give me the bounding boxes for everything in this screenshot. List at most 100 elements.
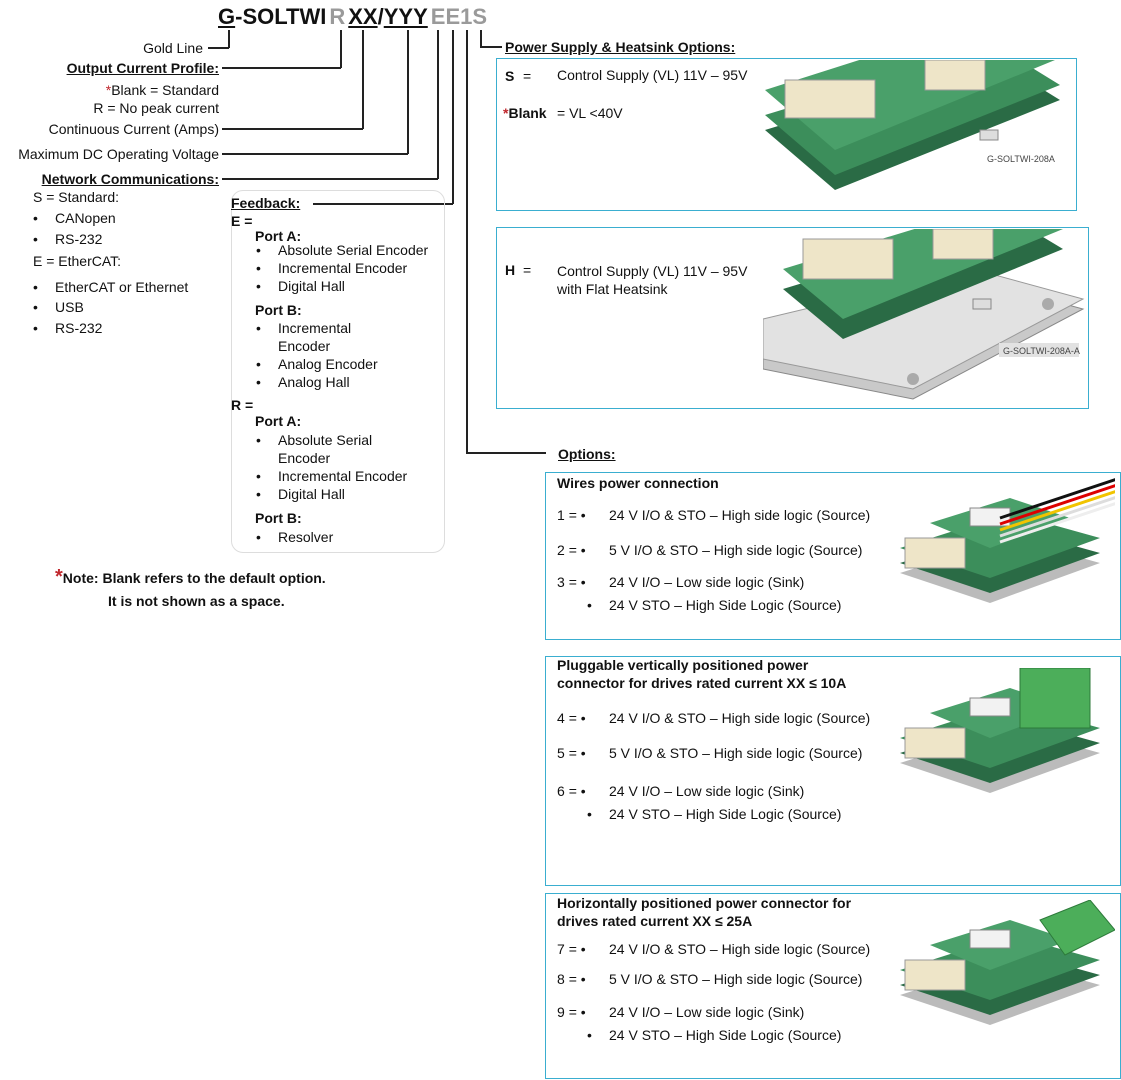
option-desc: 5 V I/O & STO – High side logic (Source): [609, 971, 863, 987]
option-code: 3: [557, 574, 565, 590]
list-item: CANopen: [33, 210, 116, 226]
list-item: RS-232: [33, 231, 103, 247]
bullet: •: [587, 597, 592, 613]
bullet: •: [580, 574, 586, 590]
blank-standard: *Blank = Standard: [105, 82, 219, 98]
code-e2: E: [445, 4, 461, 29]
power-s-value: Control Supply (VL) 11V – 95V: [557, 67, 748, 83]
equals: =: [523, 68, 532, 84]
option-code: 4: [557, 710, 565, 726]
list-item: Incremental: [256, 320, 351, 336]
feedback-r-label: R =: [231, 397, 254, 413]
option-desc: 24 V STO – High Side Logic (Source): [609, 1027, 842, 1043]
list-item: Analog Encoder: [256, 356, 378, 372]
r-port-a: Port A:: [255, 413, 302, 429]
option-row-4: 4 = • 24 V I/O & STO – High side logic (S…: [557, 710, 870, 726]
list-item: Incremental Encoder: [256, 468, 407, 484]
option-desc: 24 V I/O – Low side logic (Sink): [609, 574, 805, 590]
s-standard: S = Standard:: [33, 189, 120, 205]
option-panel-title: Wires power connection: [557, 475, 719, 491]
power-blank-value: = VL <40V: [557, 105, 623, 121]
max-voltage-label: Maximum DC Operating Voltage: [18, 146, 219, 162]
image-caption: G-SOLTWI-208A: [987, 154, 1055, 164]
list-item: Analog Hall: [256, 374, 349, 390]
feedback-e-label: E =: [231, 213, 253, 229]
code-yyy: YYY: [383, 4, 428, 29]
equals: =: [568, 941, 577, 957]
equals: =: [568, 1004, 577, 1020]
code-xx: XX: [348, 4, 378, 29]
option-code: 5: [557, 745, 565, 761]
equals: =: [568, 971, 577, 987]
drive-image-s: G-SOLTWI-208A: [765, 60, 1060, 190]
code-e1: E: [430, 4, 446, 29]
option-desc: 24 V I/O & STO – High side logic (Source…: [609, 710, 871, 726]
r-port-b: Port B:: [255, 510, 302, 526]
option-row-6: 6 = •24 V I/O – Low side logic (Sink): [557, 783, 804, 799]
list-item: Digital Hall: [256, 278, 345, 294]
list-item-cont: Encoder: [278, 338, 331, 354]
equals: =: [568, 542, 577, 558]
gold-line-label: Gold Line: [143, 40, 203, 56]
image-caption: G-SOLTWI-208A-A: [1003, 346, 1080, 356]
list-item: Incremental Encoder: [256, 260, 407, 276]
e-port-a: Port A:: [255, 228, 302, 244]
option-code: 8: [557, 971, 565, 987]
network-heading: Network Communications:: [41, 171, 219, 187]
option-code: 7: [557, 941, 565, 957]
power-blank-key: *Blank: [503, 105, 547, 121]
note: *Note: Blank refers to the default optio…: [55, 566, 326, 588]
drive-image-h: G-SOLTWI-208A-A: [763, 229, 1085, 400]
code-mid: -SOLTWI: [235, 4, 327, 29]
bullet: •: [580, 783, 586, 799]
bullet: •: [580, 941, 586, 957]
e-port-b: Port B:: [255, 302, 302, 318]
code-s: S: [472, 4, 488, 29]
option-code: 9: [557, 1004, 565, 1020]
option-code: 2: [557, 542, 565, 558]
list-item: USB: [33, 299, 84, 315]
code-slash: /: [377, 4, 384, 29]
option-code: 1: [557, 507, 565, 523]
bullet: •: [580, 745, 586, 761]
option-panel-title: Pluggable vertically positioned power: [557, 657, 809, 673]
list-item: Absolute Serial Encoder: [256, 242, 428, 258]
list-item: RS-232: [33, 320, 103, 336]
no-peak-current: R = No peak current: [93, 100, 219, 116]
bullet: •: [580, 710, 586, 726]
note-line2: It is not shown as a space.: [108, 593, 285, 609]
code-g: G: [218, 4, 236, 29]
drive-image-option-1: [900, 478, 1115, 603]
option-desc: 5 V I/O & STO – High side logic (Source): [609, 542, 863, 558]
equals: =: [568, 745, 577, 761]
power-heading: Power Supply & Heatsink Options:: [505, 39, 736, 55]
bullet: •: [580, 542, 586, 558]
list-item: Digital Hall: [256, 486, 345, 502]
bullet: •: [580, 971, 586, 987]
option-row-9-line2: •24 V STO – High Side Logic (Source): [587, 1027, 841, 1043]
bullet: •: [580, 507, 586, 523]
equals: =: [568, 507, 577, 523]
option-row-2: 2 = • 5 V I/O & STO – High side logic (So…: [557, 542, 862, 558]
e-ethercat: E = EtherCAT:: [33, 253, 122, 269]
options-heading: Options:: [558, 446, 616, 462]
continuous-current-label: Continuous Current (Amps): [48, 121, 219, 137]
option-row-8: 8 = • 5 V I/O & STO – High side logic (So…: [557, 971, 862, 987]
equals: =: [568, 710, 577, 726]
feedback-panel: [231, 190, 445, 553]
feedback-heading: Feedback:: [231, 195, 301, 211]
power-s-key: S: [505, 68, 515, 84]
equals: =: [523, 262, 532, 278]
code-1: 1: [460, 4, 473, 29]
power-h-value1: Control Supply (VL) 11V – 95V: [557, 263, 748, 279]
list-item-cont: Encoder: [278, 450, 331, 466]
option-code: 6: [557, 783, 565, 799]
option-desc: 24 V I/O & STO – High side logic (Source…: [609, 507, 871, 523]
list-item: EtherCAT or Ethernet: [33, 279, 188, 295]
list-item: Resolver: [256, 529, 333, 545]
option-panel-title: Horizontally positioned power connector …: [557, 895, 852, 911]
power-h-key: H: [505, 262, 516, 278]
option-desc: 24 V I/O – Low side logic (Sink): [609, 1004, 805, 1020]
